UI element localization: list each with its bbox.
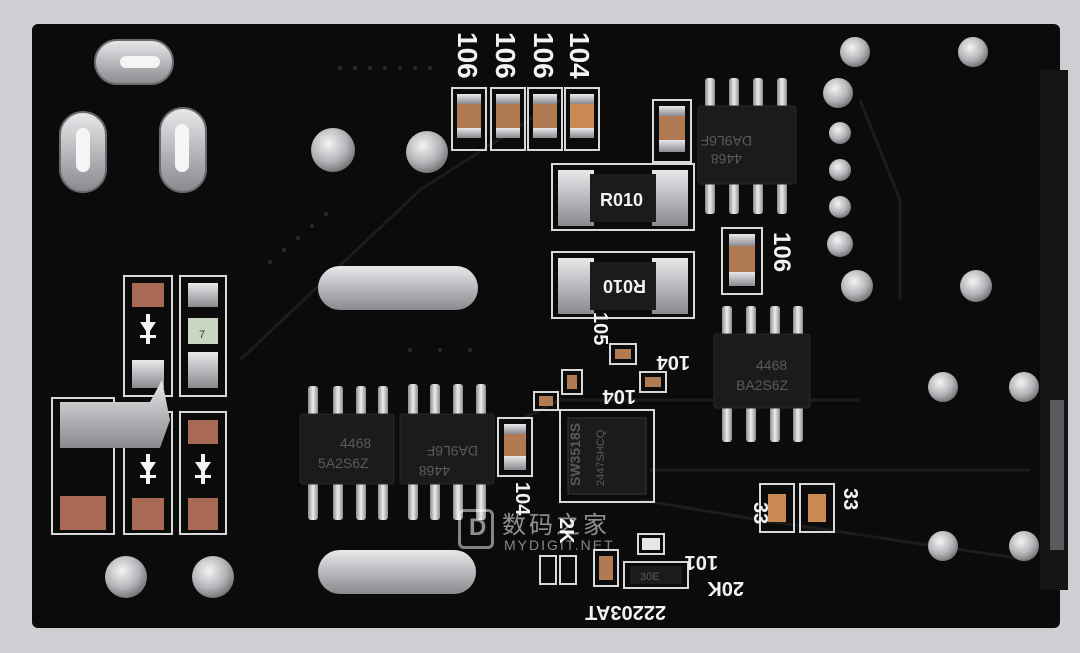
shunt-resistor-2: R010 (551, 251, 695, 319)
label-33-right: 33 (839, 488, 861, 510)
label-106-a: 106 (452, 32, 483, 79)
label-101: 101 (685, 551, 718, 573)
svg-text:4468: 4468 (419, 463, 450, 479)
solder-pad (318, 266, 478, 310)
label-104-d: 104 (511, 482, 533, 516)
svg-text:R010: R010 (600, 190, 643, 210)
label-104-a: 104 (564, 32, 595, 79)
svg-text:4468: 4468 (756, 357, 787, 373)
svg-text:4468: 4468 (711, 151, 742, 167)
svg-text:5A2S6Z: 5A2S6Z (318, 455, 369, 471)
label-33-left: 33 (749, 502, 771, 524)
small-ic-label: 30E (640, 571, 660, 583)
label-106-b: 106 (490, 32, 521, 79)
svg-text:SW3518S: SW3518S (567, 423, 583, 486)
svg-text:2447SHCQ: 2447SHCQ (595, 429, 607, 486)
sw3518s-chip: SW3518S 2447SHCQ (559, 409, 655, 503)
shunt-resistor-1: R010 (551, 163, 695, 231)
top-capacitors (451, 87, 600, 151)
solder-dots (105, 37, 1039, 598)
svg-text:DA9L6F: DA9L6F (427, 443, 478, 459)
pcb-board (32, 24, 1060, 628)
label-20k: 20K (707, 577, 744, 599)
mounting-slots (59, 39, 207, 193)
svg-text:4468: 4468 (340, 435, 371, 451)
svg-text:DA9L6F: DA9L6F (701, 133, 752, 149)
label-104-c: 104 (602, 385, 636, 407)
mosfet-center: DA9L6F 4468 (399, 384, 495, 520)
diode-mark: 7 (199, 329, 205, 341)
mosfet-right-middle: 4468 BA2S6Z (713, 306, 811, 442)
label-22203at: 22203AT (585, 601, 666, 623)
label-104-b: 104 (656, 351, 690, 373)
small-passives: 30E (533, 343, 835, 589)
svg-text:BA2S6Z: BA2S6Z (736, 377, 789, 393)
label-106-right: 106 (768, 232, 795, 272)
label-2k: 2K (555, 518, 577, 544)
svg-text:R010: R010 (603, 276, 646, 296)
mosfet-top-right: DA9L6F 4468 (697, 78, 797, 214)
label-106-c: 106 (528, 32, 559, 79)
label-105: 105 (589, 312, 611, 345)
mosfet-left: 4468 5A2S6Z (299, 386, 395, 520)
solder-pad (318, 550, 476, 594)
